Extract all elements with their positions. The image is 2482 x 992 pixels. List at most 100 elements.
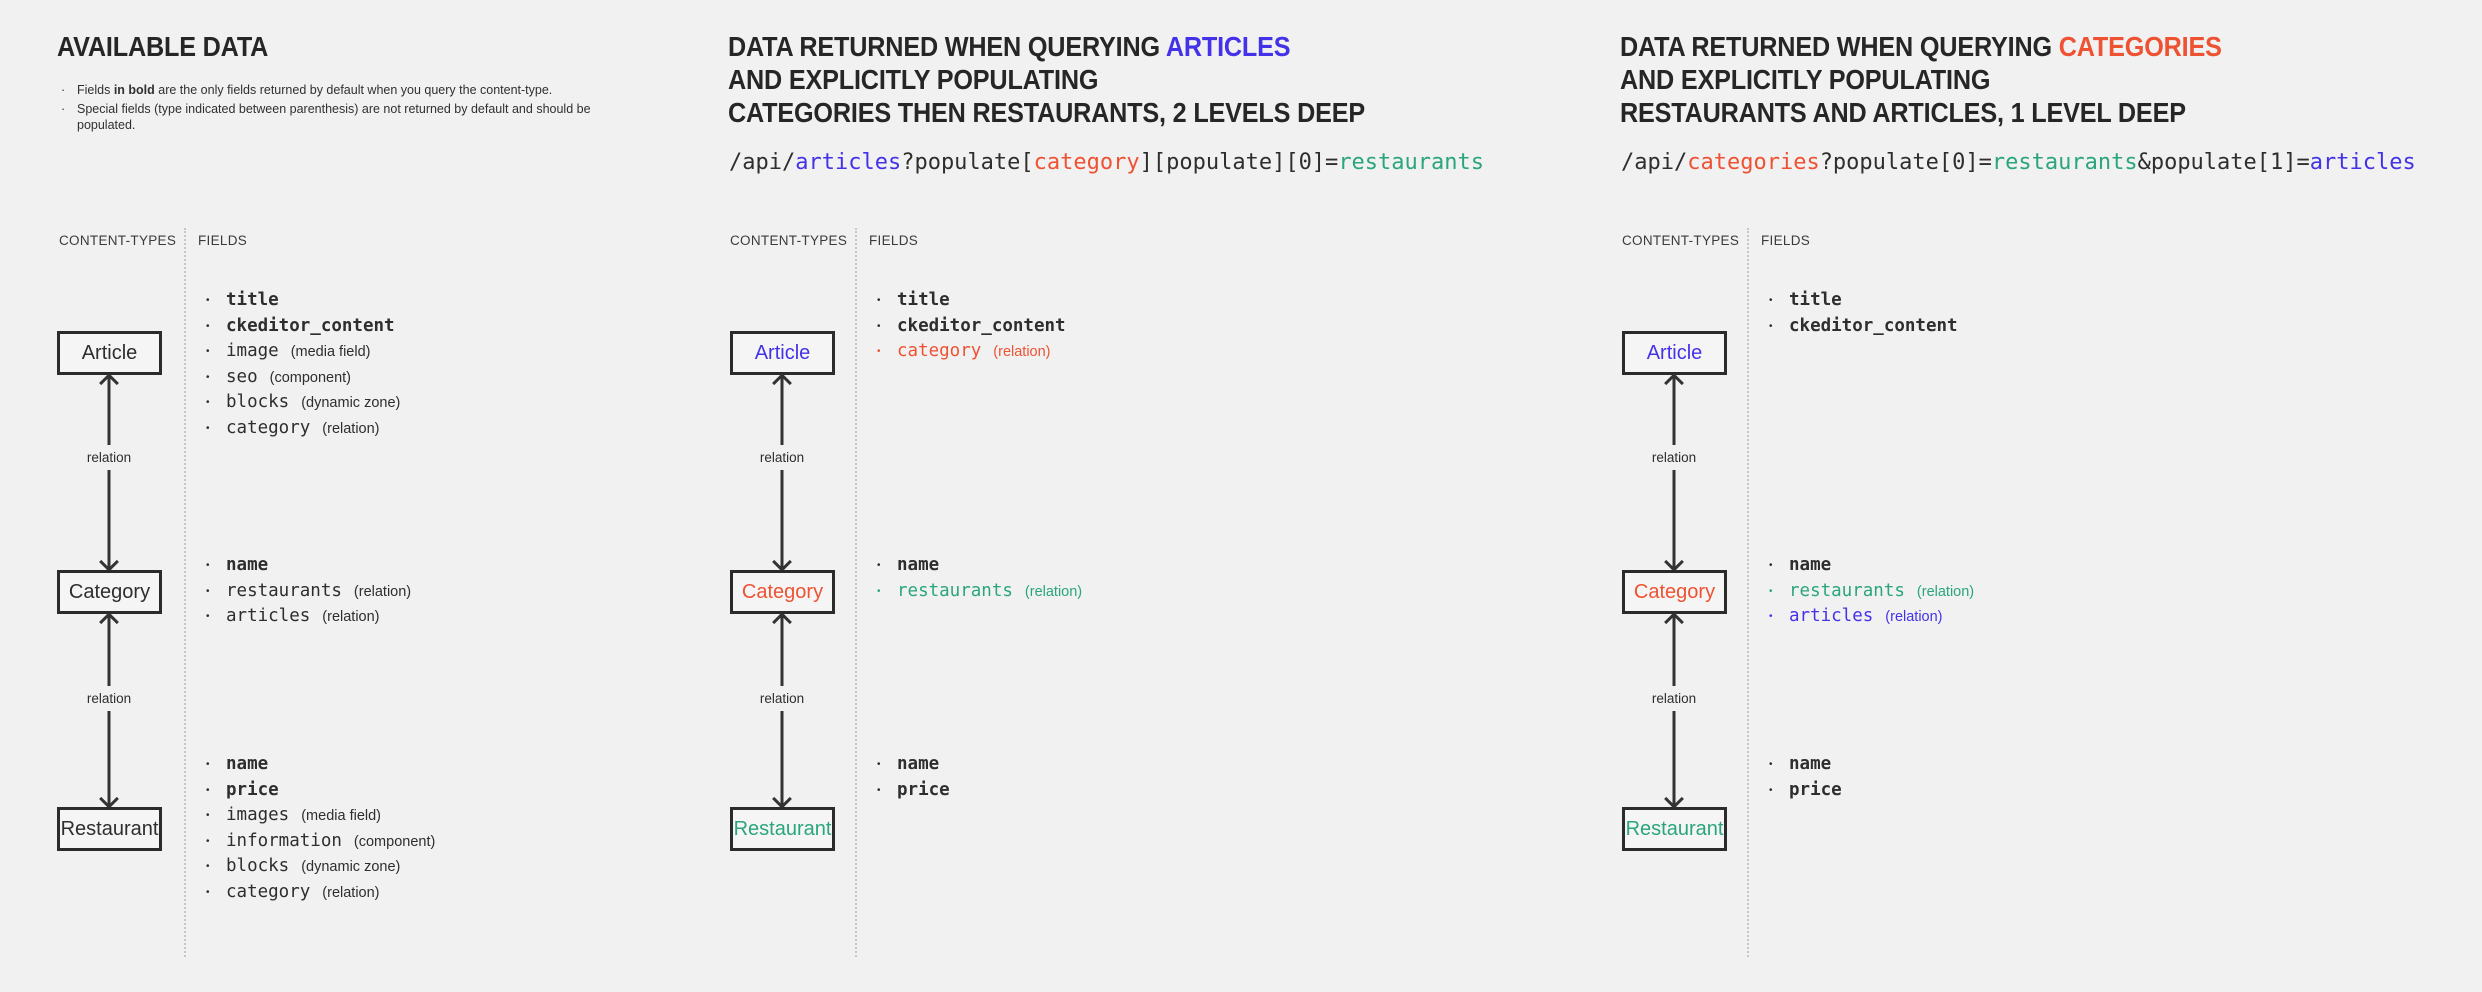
api-query-path: /api/articles?populate[category][populat… [729, 150, 1484, 175]
relation-arrow: relation [1648, 373, 1700, 572]
column-title: DATA RETURNED WHEN QUERYING ARTICLES AND… [728, 30, 1365, 129]
field-name: blocks [226, 856, 290, 876]
field-name: category [897, 341, 982, 361]
content-type-box-article: Article [57, 331, 162, 375]
arrowhead-up-icon [1664, 612, 1684, 632]
field-name: articles [226, 606, 311, 626]
box-label: Restaurant [733, 817, 832, 840]
title-line-1: DATA RETURNED WHEN QUERYING CATEGORIES [1620, 30, 2222, 63]
relation-arrow: relation [83, 612, 135, 809]
category-fields-list: name restaurants(relation) articles(rela… [1769, 553, 1974, 630]
relation-arrow: relation [756, 612, 808, 809]
field-name: restaurants [226, 580, 342, 601]
arrowhead-up-icon [1664, 373, 1684, 393]
field-name: images [226, 805, 290, 825]
relation-arrow: relation [1648, 612, 1700, 809]
field-type: (media field) [290, 344, 371, 360]
field-item: seo(component) [206, 365, 400, 391]
note-bold: in bold [113, 83, 155, 97]
content-type-box-category: Category [730, 570, 835, 614]
dotted-divider [855, 228, 857, 957]
title-line-2: AND EXPLICITLY POPULATING [728, 64, 1099, 95]
arrowhead-down-icon [99, 552, 119, 572]
field-type: (relation) [1916, 583, 1975, 600]
legend-note: · Fields in bold are the only fields ret… [61, 82, 601, 99]
api-part: articles [795, 150, 902, 175]
legend-note: · Special fields (type indicated between… [61, 101, 601, 134]
field-item: name [206, 752, 435, 778]
field-item: articles(relation) [1769, 604, 1974, 630]
field-name: name [226, 754, 269, 774]
restaurant-fields-list: name price images(media field) informati… [206, 752, 435, 905]
legend-notes: · Fields in bold are the only fields ret… [61, 82, 601, 136]
field-type: (relation) [353, 583, 412, 600]
title-line-2: AND EXPLICITLY POPULATING [1620, 64, 1991, 95]
field-name: name [1789, 555, 1832, 575]
content-types-label: CONTENT-TYPES [59, 233, 177, 248]
field-type: (relation) [322, 420, 380, 437]
field-name: name [897, 754, 940, 774]
field-type: (relation) [1885, 609, 1943, 625]
field-item: price [1769, 778, 1842, 804]
column-available-data: AVAILABLE DATA · Fields in bold are the … [57, 0, 697, 992]
field-item: information (component) [206, 829, 435, 855]
api-query-path: /api/categories?populate[0]=restaurants&… [1621, 150, 2416, 175]
field-name: title [1789, 290, 1842, 310]
field-name: price [226, 779, 279, 800]
relation-label: relation [1648, 445, 1700, 470]
relation-label: relation [83, 445, 135, 470]
fields-label: FIELDS [198, 233, 248, 248]
field-item: name [877, 553, 1082, 579]
content-type-box-restaurant: Restaurant [57, 807, 162, 851]
title-line-1: DATA RETURNED WHEN QUERYING ARTICLES [728, 30, 1365, 63]
field-name: name [1789, 754, 1832, 774]
arrowhead-down-icon [1664, 789, 1684, 809]
box-label: Category [741, 580, 824, 603]
relation-label: relation [756, 686, 808, 711]
field-type: (component) [269, 369, 352, 386]
relation-label: relation [83, 686, 135, 711]
content-type-box-restaurant: Restaurant [1622, 807, 1727, 851]
box-label: Article [81, 341, 138, 364]
field-type: (component) [353, 833, 436, 850]
arrow-line [1672, 377, 1676, 568]
field-name: name [897, 555, 940, 575]
field-name: image [226, 341, 279, 361]
field-item: articles (relation) [206, 604, 411, 630]
api-part: &populate[1]= [2137, 150, 2310, 175]
field-item: ckeditor_content [206, 314, 400, 340]
note-text: Special fields (type indicated between p… [77, 101, 591, 133]
api-part: category [1033, 150, 1140, 175]
api-part: ?populate[ [901, 150, 1034, 175]
title-prefix: DATA RETURNED WHEN QUERYING [728, 31, 1166, 62]
api-part: articles [2309, 150, 2416, 175]
field-name: category [226, 417, 311, 438]
field-item: price [206, 778, 435, 804]
arrow-line [107, 377, 111, 568]
arrowhead-up-icon [99, 373, 119, 393]
box-label: Category [68, 580, 151, 603]
box-label: Restaurant [1625, 817, 1724, 840]
article-fields-list: title ckeditor_content category(relation… [877, 288, 1066, 365]
field-name: ckeditor_content [226, 315, 395, 336]
field-type: (relation) [993, 344, 1051, 360]
field-item: restaurants(relation) [1769, 579, 1974, 605]
category-fields-list: name restaurants(relation) [877, 553, 1082, 604]
field-type: (relation) [322, 609, 380, 625]
field-item: blocks(dynamic zone) [206, 854, 435, 880]
field-name: information [226, 830, 342, 851]
restaurant-fields-list: name price [1769, 752, 1842, 803]
note-prefix: Fields [77, 83, 114, 97]
box-label: Article [1646, 341, 1703, 364]
fields-label: FIELDS [869, 233, 919, 248]
field-item: category (relation) [877, 339, 1066, 365]
content-type-box-article: Article [730, 331, 835, 375]
field-item: title [1769, 288, 1958, 314]
field-item: image (media field) [206, 339, 400, 365]
column-querying-articles: DATA RETURNED WHEN QUERYING ARTICLES AND… [728, 0, 1588, 992]
field-name: price [1789, 779, 1842, 800]
box-label: Article [754, 341, 811, 364]
arrow-line [780, 377, 784, 568]
column-title: DATA RETURNED WHEN QUERYING CATEGORIES A… [1620, 30, 2222, 129]
